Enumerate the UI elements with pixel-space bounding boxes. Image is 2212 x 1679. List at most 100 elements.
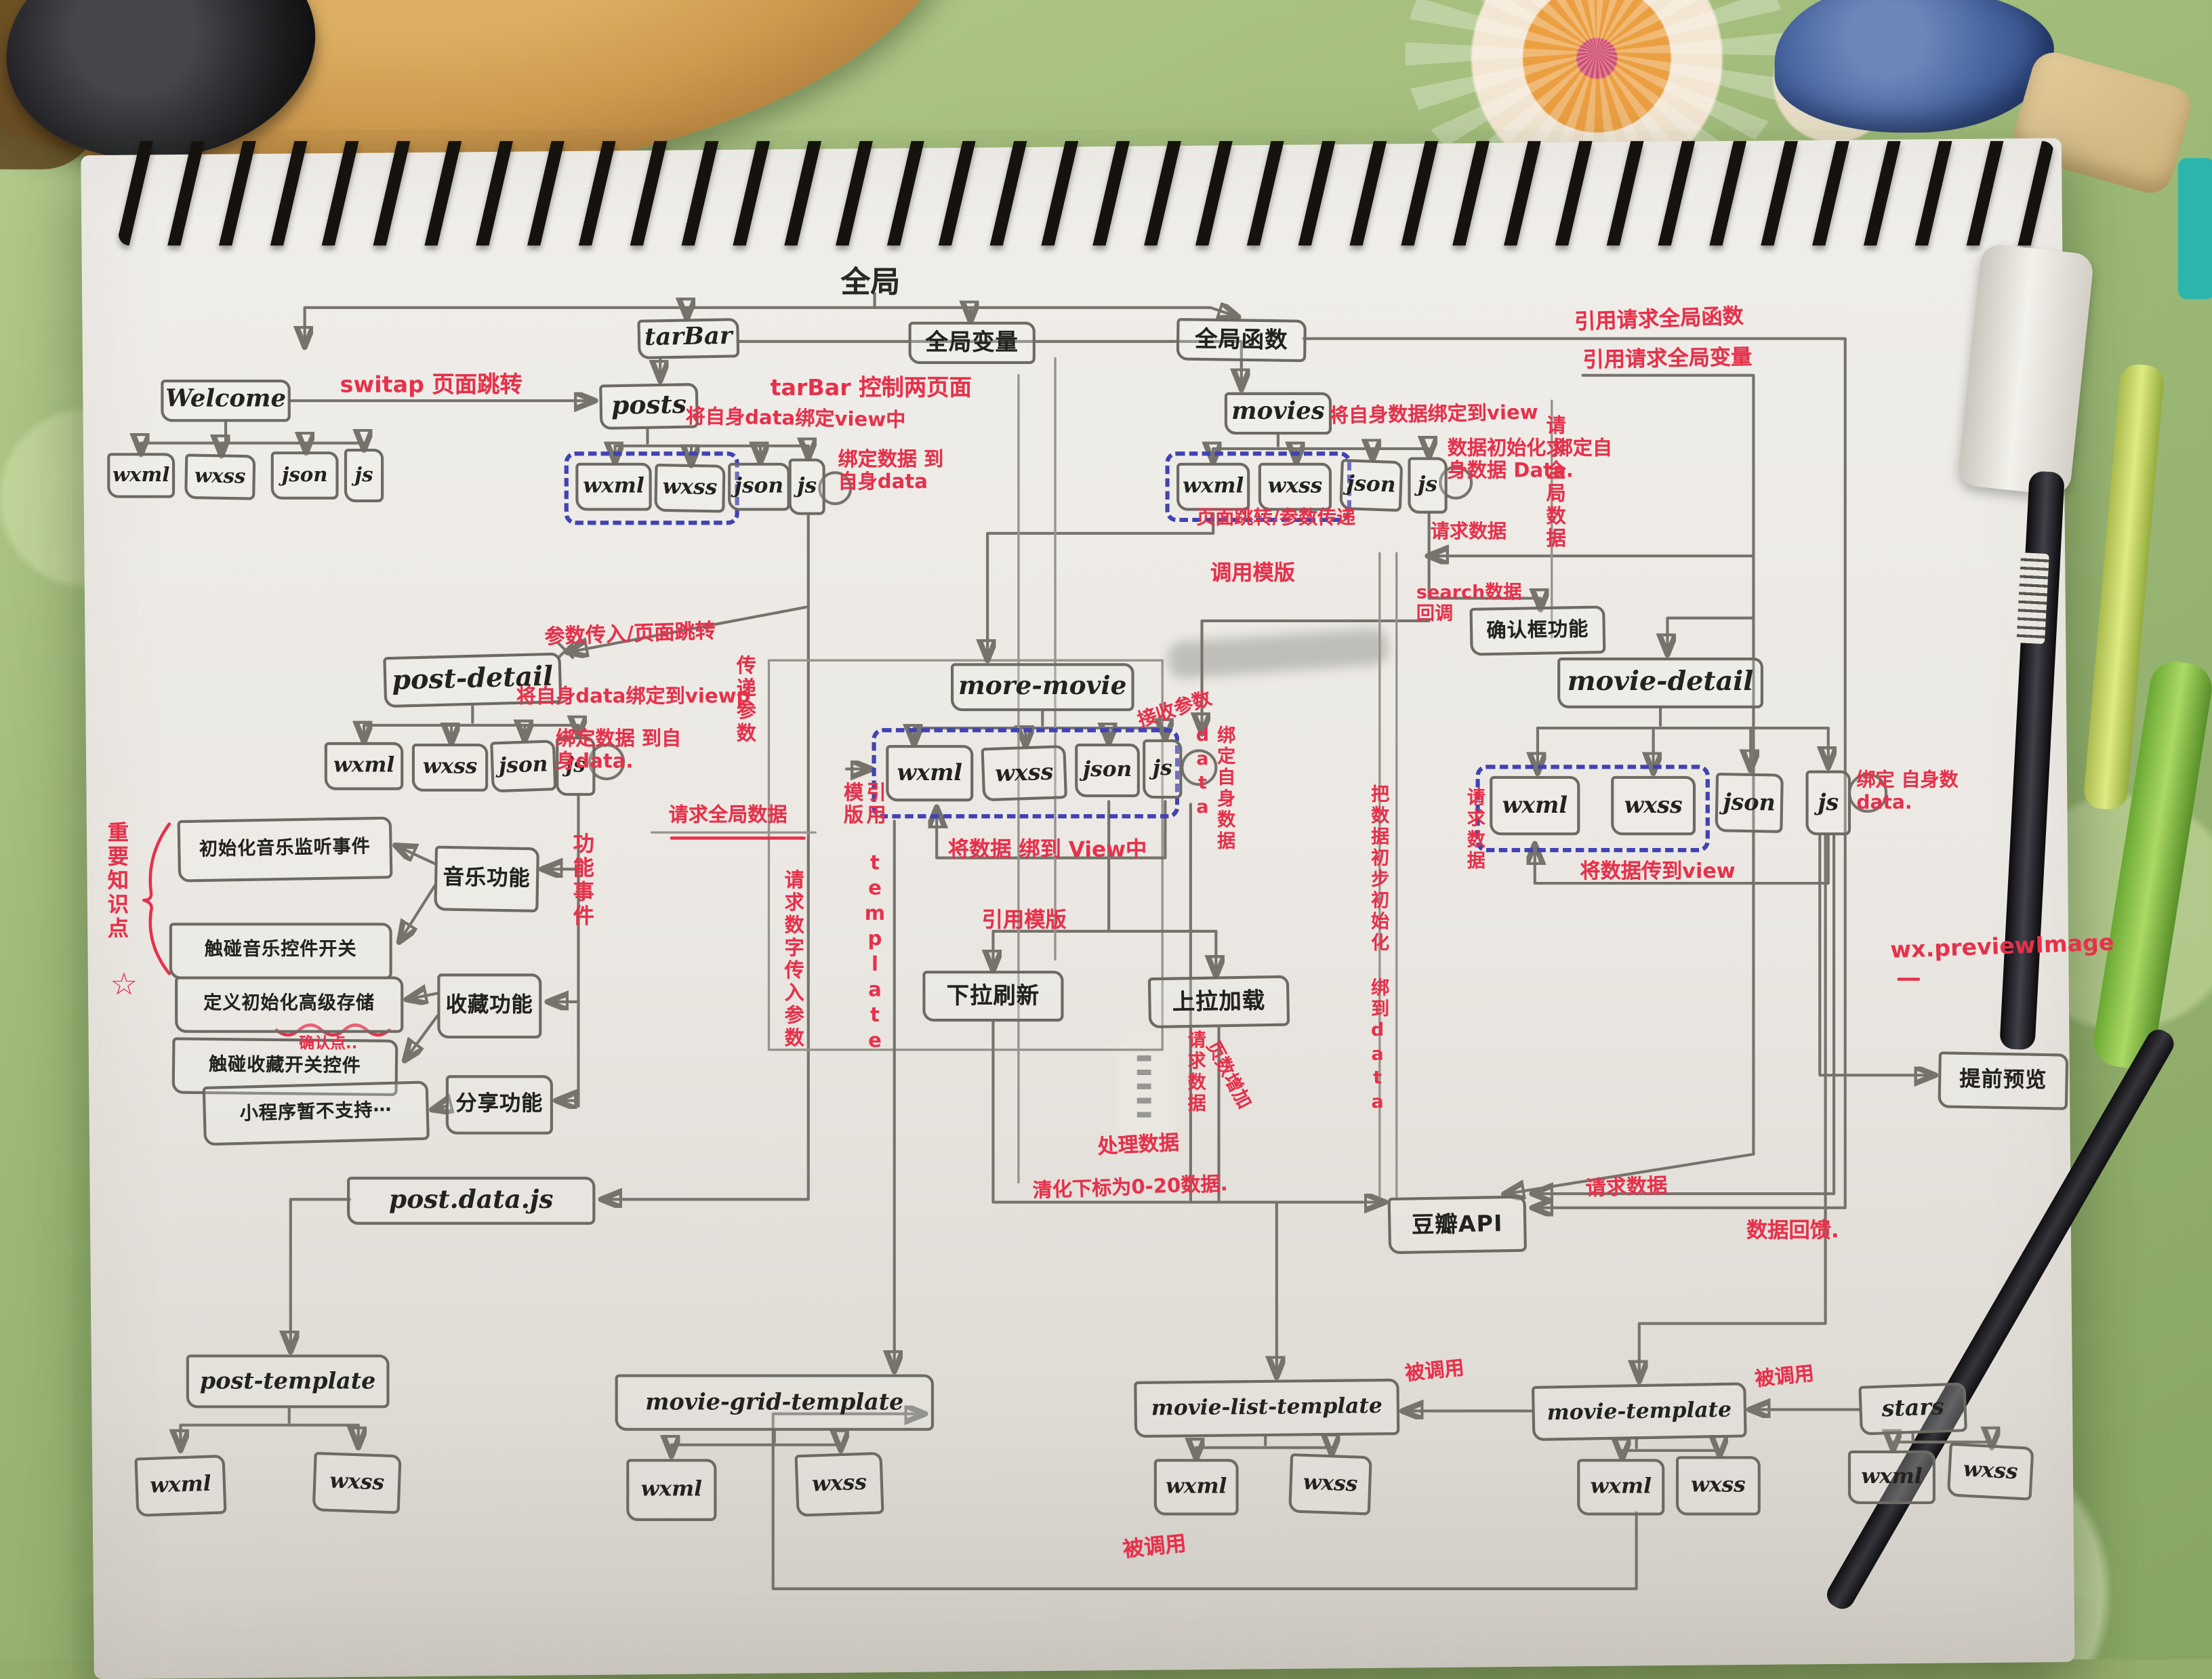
- movies-blue-dashed-group: [1165, 451, 1352, 523]
- post-detail-json: json: [490, 740, 557, 793]
- node-music-function: 音乐功能: [434, 845, 539, 913]
- note-ref-template-vertical: 引用 template 模版: [840, 782, 886, 1056]
- movie-template-wxss: wxss: [1675, 1456, 1761, 1516]
- posts-wxml: wxml: [575, 462, 652, 511]
- node-post-data-js: post.data.js: [347, 1177, 596, 1225]
- node-posts: posts: [599, 382, 699, 430]
- node-movie-detail: movie-detail: [1557, 658, 1763, 708]
- note-confirm-point: 确认点..: [299, 1034, 358, 1053]
- node-movie-template: movie-template: [1531, 1382, 1747, 1441]
- more-movie-wxss: wxss: [981, 745, 1068, 802]
- node-movie-grid-template: movie-grid-template: [615, 1374, 935, 1431]
- node-pull-down-refresh: 下拉刷新: [922, 971, 1064, 1022]
- node-global-variable: 全局变量: [908, 321, 1036, 365]
- node-more-movie: more-movie: [950, 663, 1134, 712]
- welcome-wxml: wxml: [107, 453, 176, 498]
- note-md-data-to-view: 将数据传到view: [1580, 860, 1736, 884]
- movie-list-template-wxss: wxss: [1288, 1453, 1372, 1516]
- note-posts-bind-view: 将自身data绑定view中: [685, 405, 906, 432]
- note-mm-bind-self-vertical: 绑定自身数据data: [1191, 725, 1235, 853]
- note-ref-template: 引用模版: [981, 907, 1067, 933]
- note-process-data: 处理数据: [1097, 1132, 1180, 1160]
- smudge-marks: [1136, 1055, 1151, 1118]
- more-movie-js: js: [1143, 739, 1183, 799]
- note-mm-bind-view: 将数据 绑到 View中: [947, 836, 1147, 862]
- note-pass-param-vertical: 传递参数: [733, 654, 756, 746]
- stars-wxss: wxss: [1946, 1442, 2034, 1501]
- movie-detail-wxml: wxml: [1490, 775, 1580, 836]
- welcome-js: js: [344, 448, 384, 503]
- note-movies-data-init: 数据初始化 绑定自身数据 Data.: [1447, 437, 1613, 483]
- stars-wxml: wxml: [1847, 1450, 1936, 1504]
- posts-js: js: [788, 458, 825, 515]
- note-md-bind-self: 绑定 自身数data.: [1856, 769, 1959, 814]
- more-movie-blue-dashed-group: [872, 728, 1180, 819]
- node-fav-function: 收藏功能: [437, 973, 542, 1039]
- note-md-init-bind-vertical: 把数据初步初始化 绑到data: [1366, 784, 1389, 1116]
- movie-detail-json: json: [1715, 772, 1784, 834]
- teal-object: [2177, 158, 2212, 300]
- node-music-touch-switch: 触碰音乐控件开关: [169, 923, 392, 979]
- node-music-init-listener: 初始化音乐监听事件: [177, 816, 393, 883]
- post-detail-wxml: wxml: [324, 742, 404, 790]
- node-preview: 提前预览: [1938, 1051, 2069, 1110]
- post-template-wxss: wxss: [312, 1451, 402, 1514]
- note-request-global-data-vertical: 请求全局数据: [1543, 414, 1566, 550]
- note-function-events-vertical: 功能事件: [570, 832, 596, 929]
- movies-js: js: [1408, 457, 1448, 514]
- note-pd-request-global: 请求全局数据: [668, 804, 787, 827]
- note-pd-bind-view: 将自身data绑定到viewp: [516, 685, 751, 708]
- node-douban-api: 豆瓣API: [1387, 1195, 1528, 1255]
- note-important-points-vertical: 重要知识点: [104, 821, 131, 942]
- movie-list-template-wxml: wxml: [1153, 1459, 1239, 1516]
- note-search-callback: search数据 回调: [1416, 582, 1522, 626]
- blue-cloth: [1774, 0, 2054, 133]
- movies-wxml: wxml: [1176, 462, 1250, 511]
- node-pull-up-load: 上拉加载: [1147, 975, 1290, 1029]
- movie-grid-template-wxss: wxss: [794, 1451, 884, 1517]
- note-tarbar-two-pages: tarBar 控制两页面: [770, 373, 972, 401]
- note-data-feedback: 数据回馈.: [1746, 1217, 1839, 1243]
- posts-blue-dashed-group: [564, 451, 739, 525]
- posts-wxss: wxss: [654, 463, 726, 513]
- note-movies-bind-view: 将自身数据绑定到view: [1328, 401, 1538, 428]
- movie-template-wxml: wxml: [1577, 1459, 1665, 1516]
- node-stars: stars: [1858, 1382, 1967, 1436]
- note-posts-bind-data: 绑定数据 到自身data: [838, 448, 944, 494]
- more-movie-json: json: [1075, 744, 1140, 798]
- node-tarbar: tarBar: [637, 318, 740, 360]
- node-share-function: 分享功能: [445, 1075, 553, 1135]
- post-template-wxml: wxml: [134, 1454, 227, 1517]
- post-detail-js: js: [556, 736, 596, 796]
- movie-grid-template-wxml: wxml: [626, 1459, 717, 1521]
- note-ref-global-var: 引用请求全局变量: [1582, 344, 1753, 373]
- note-md-request-data-vertical: 请求数据: [1462, 787, 1484, 872]
- note-star: ☆: [110, 967, 138, 1004]
- note-switap-jump: switap 页面跳转: [340, 371, 523, 399]
- welcome-wxss: wxss: [184, 453, 256, 500]
- movies-wxss: wxss: [1258, 462, 1332, 511]
- welcome-json: json: [270, 451, 339, 500]
- movie-detail-blue-dashed-group: [1475, 765, 1710, 853]
- post-detail-wxss: wxss: [411, 744, 489, 792]
- note-load-request-data-vertical: 请求数据: [1183, 1030, 1205, 1115]
- note-page-jump-param: 页面跳转/参数传递: [1196, 506, 1356, 529]
- note-request-number-param-vertical: 请求数字传入参数: [781, 869, 804, 1050]
- node-movie-list-template: movie-list-template: [1134, 1378, 1400, 1438]
- note-api-request-data: 请求数据: [1585, 1175, 1668, 1201]
- more-movie-wxml: wxml: [886, 745, 974, 802]
- movie-detail-js: js: [1805, 770, 1851, 836]
- node-movies: movies: [1224, 392, 1332, 435]
- node-global-function: 全局函数: [1176, 318, 1307, 363]
- spiral-binding: [118, 141, 2054, 246]
- diagram-title: 全局: [840, 265, 901, 300]
- node-miniprogram-note: 小程序暂不支持⋯: [202, 1080, 430, 1146]
- note-request-data-movies: 请求数据: [1430, 521, 1507, 544]
- node-define-init-cache: 定义初始化高级存储: [175, 976, 404, 1033]
- note-call-template: 调用模版: [1210, 560, 1295, 586]
- movie-detail-wxss: wxss: [1611, 775, 1696, 836]
- node-post-template: post-template: [186, 1354, 390, 1409]
- movies-json: json: [1339, 459, 1404, 512]
- node-welcome: Welcome: [161, 379, 291, 422]
